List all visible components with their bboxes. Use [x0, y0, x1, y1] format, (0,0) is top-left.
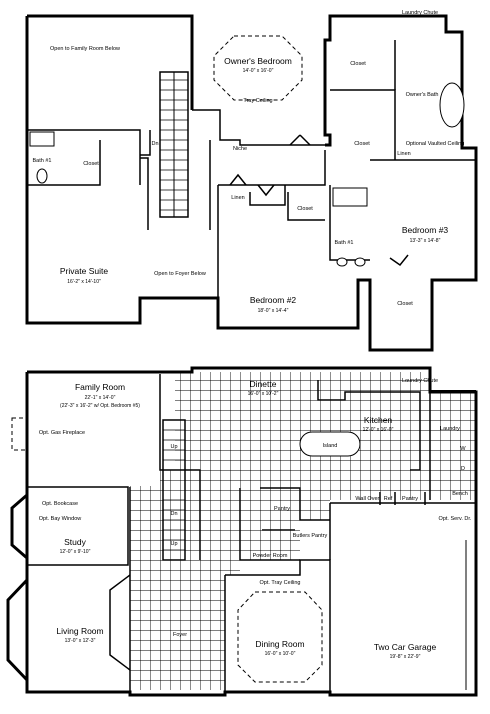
- bay-window-label: Opt. Bay Window: [39, 516, 82, 522]
- bath-label: Bath #1: [335, 240, 354, 246]
- dryer-label: D: [461, 466, 465, 472]
- room-dims: 19'-8" x 22'-9": [390, 654, 421, 660]
- foyer-label: Foyer: [173, 632, 187, 638]
- bookcase-label: Opt. Bookcase: [42, 501, 78, 507]
- room-label: Two Car Garage: [374, 642, 437, 652]
- room-label: Open to Foyer Below: [154, 271, 206, 277]
- toilet-icon: [36, 168, 48, 184]
- room-label: Tray Ceiling: [243, 98, 272, 104]
- fireplace-label: Opt. Gas Fireplace: [39, 430, 85, 436]
- laundry-label: Laundry: [440, 426, 460, 432]
- vaulted-ceiling-label: Optional Vaulted Ceiling: [406, 141, 465, 147]
- room-dims: 16'-0" x 10'-0": [265, 651, 296, 657]
- room-label: Dining Room: [255, 639, 304, 649]
- closet-label: Closet: [350, 61, 366, 67]
- stair-up-label: Up: [170, 541, 177, 547]
- sink-icon: [354, 257, 366, 267]
- wall-oven-label: Wall Oven: [355, 496, 380, 502]
- sink-icon: [336, 257, 348, 267]
- room-dims: 13'-0" x 12'-3": [65, 638, 96, 644]
- tray-ceiling-outline: [213, 35, 303, 101]
- tray-ceiling-label: Opt. Tray Ceiling: [260, 580, 301, 586]
- room-label: Kitchen: [364, 415, 393, 425]
- room-label: Family Room: [75, 382, 125, 392]
- washer-label: W: [460, 446, 466, 452]
- stair-down-label: Dn: [170, 511, 177, 517]
- tiled-floor-laundry: [430, 390, 476, 500]
- tiled-floor-study: [130, 488, 158, 565]
- room-note: (22'-3" x 16'-2" w/ Opt. Bedroom #5): [60, 403, 140, 409]
- room-label: Bedroom #2: [250, 295, 297, 305]
- service-door-label: Opt. Serv. Dr.: [439, 516, 472, 522]
- butlers-pantry-label: Butlers Pantry: [293, 533, 328, 539]
- room-label: Private Suite: [60, 266, 108, 276]
- stair-down-label: Dn: [151, 141, 158, 147]
- bath-label: Bath #1: [33, 158, 52, 164]
- tiled-floor-kitchen: [175, 372, 430, 575]
- room-label: Dinette: [250, 379, 277, 389]
- fireplace-outline: [11, 417, 28, 451]
- pantry-label: Pantry: [274, 506, 290, 512]
- island-label: Island: [323, 443, 338, 449]
- closet-label: Closet: [297, 206, 313, 212]
- stair-up-label: Up: [170, 444, 177, 450]
- room-dims: 13'-3" x 14'-8": [410, 238, 441, 244]
- lower-floor-plan: Family Room 22'-1" x 14'-0" (22'-3" x 16…: [6, 366, 478, 697]
- room-dims: 18'-0" x 14'-4": [258, 308, 289, 314]
- room-label: Owner's Bedroom: [224, 56, 292, 66]
- owners-bath-label: Owner's Bath: [406, 92, 439, 98]
- owners-tub-icon: [439, 82, 465, 128]
- niche-label: Niche: [233, 146, 247, 152]
- linen-label: Linen: [397, 151, 410, 157]
- room-dims: 14'-0" x 16'-0": [243, 68, 274, 74]
- upper-floor-plan: Open to Family Room Below Owner's Bedroo…: [25, 10, 478, 352]
- lower-stair: [162, 419, 186, 561]
- laundry-chute-label: Laundry Chute: [402, 10, 438, 16]
- room-dims: 22'-1" x 14'-0": [85, 395, 116, 401]
- closet-label: Closet: [83, 161, 99, 167]
- upper-stair: [159, 71, 189, 218]
- bench-label: Bench: [452, 491, 468, 497]
- room-label: Living Room: [56, 626, 103, 636]
- ref-label: Ref: [384, 496, 393, 502]
- room-dims: 12'-0" x 16'-0": [363, 427, 394, 433]
- closet-label: Closet: [354, 141, 370, 147]
- room-label: Bedroom #3: [402, 225, 449, 235]
- room-dims: 16'-2" x 14'-10": [67, 279, 101, 285]
- tray-ceiling-outline: [237, 591, 323, 683]
- bathtub-icon: [29, 131, 55, 147]
- room-label: Study: [64, 537, 86, 547]
- powder-room-label: Powder Room: [253, 553, 288, 559]
- kitchen-island: [299, 431, 361, 457]
- bathtub-icon: [332, 187, 368, 207]
- pantry-label: Pantry: [402, 496, 418, 502]
- linen-label: Linen: [231, 195, 244, 201]
- room-dims: 12'-0" x 9'-10": [60, 549, 91, 555]
- closet-label: Closet: [397, 301, 413, 307]
- laundry-chute-label: Laundry Chute: [402, 378, 438, 384]
- room-dims: 16'-0" x 10'-2": [248, 391, 279, 397]
- room-label: Open to Family Room Below: [50, 46, 120, 52]
